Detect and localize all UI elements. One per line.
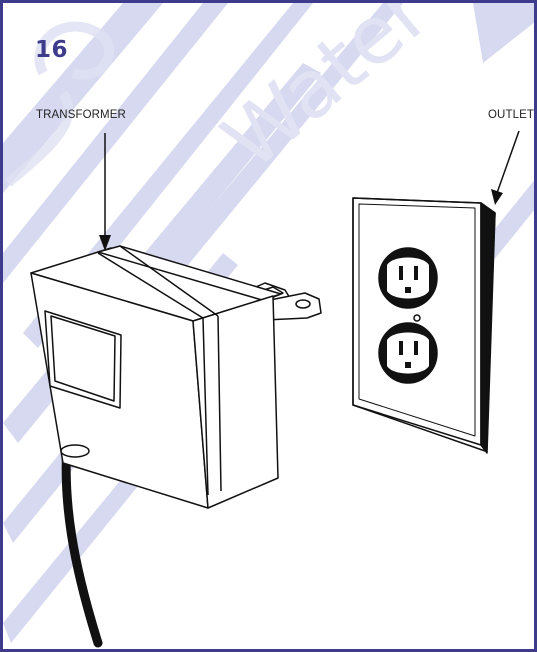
- outlet-arrow-icon: [491, 130, 520, 205]
- outlet-label: OUTLET: [488, 109, 534, 121]
- transformer-arrow-icon: [99, 133, 111, 251]
- outlet-illustration: [352, 197, 496, 454]
- step-number: 16: [35, 37, 69, 63]
- transformer-label: TRANSFORMER: [36, 109, 126, 121]
- transformer-illustration: [30, 245, 322, 648]
- illustration: [30, 130, 520, 648]
